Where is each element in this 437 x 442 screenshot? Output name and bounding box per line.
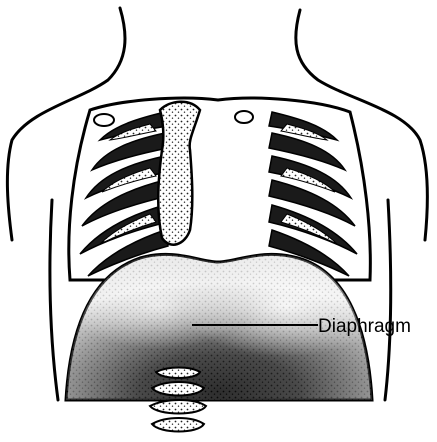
rib-cage (69, 98, 371, 280)
diaphragm-label: Diaphragm (318, 316, 411, 337)
left-clavicle-joint (94, 114, 114, 126)
right-clavicle-joint (235, 111, 253, 123)
